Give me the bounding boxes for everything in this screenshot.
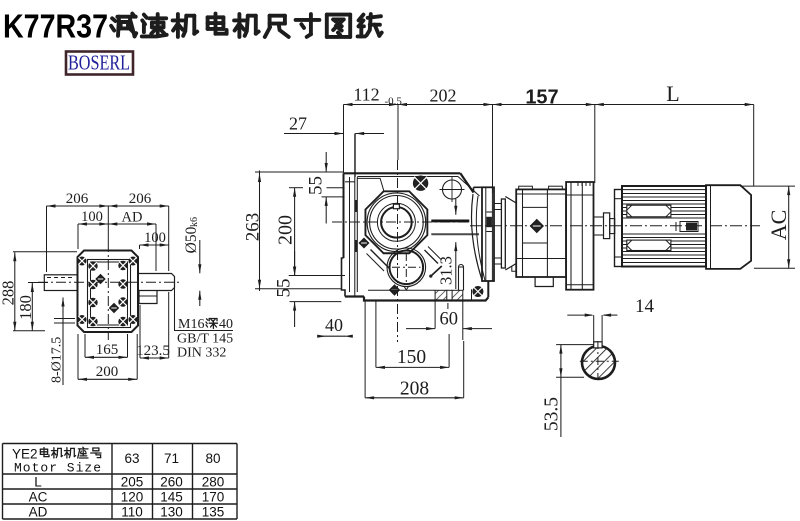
svg-text:202: 202 xyxy=(430,86,457,106)
svg-text:60: 60 xyxy=(439,310,458,330)
svg-text:40: 40 xyxy=(219,317,233,332)
svg-text:55: 55 xyxy=(274,279,295,298)
svg-text:120: 120 xyxy=(121,490,144,505)
svg-text:27: 27 xyxy=(289,114,307,134)
svg-text:130: 130 xyxy=(160,505,183,520)
svg-text:Motor Size: Motor Size xyxy=(14,461,102,476)
svg-text:40: 40 xyxy=(325,315,343,335)
svg-text:8-Ø17.5: 8-Ø17.5 xyxy=(50,337,65,383)
svg-text:AC: AC xyxy=(29,490,48,505)
svg-text:206: 206 xyxy=(129,191,152,207)
svg-text:200: 200 xyxy=(96,364,119,380)
svg-text:157: 157 xyxy=(525,87,558,109)
svg-text:L: L xyxy=(34,475,42,490)
svg-text:55: 55 xyxy=(306,176,327,195)
svg-text:260: 260 xyxy=(160,475,183,490)
svg-text:280: 280 xyxy=(202,475,225,490)
svg-text:AD: AD xyxy=(122,210,143,226)
svg-text:80: 80 xyxy=(205,451,220,466)
svg-text:14: 14 xyxy=(635,296,655,317)
svg-text:k6: k6 xyxy=(189,217,200,227)
svg-text:208: 208 xyxy=(400,379,429,400)
svg-text:205: 205 xyxy=(121,475,144,490)
svg-text:180: 180 xyxy=(16,295,35,320)
svg-text:AD: AD xyxy=(29,505,48,520)
svg-text:200: 200 xyxy=(275,215,297,245)
svg-text:150: 150 xyxy=(397,347,426,368)
svg-text:263: 263 xyxy=(243,213,264,242)
svg-text:206: 206 xyxy=(66,191,89,207)
svg-text:145: 145 xyxy=(160,490,183,505)
svg-text:135: 135 xyxy=(202,505,225,520)
svg-text:-0.5: -0.5 xyxy=(385,96,403,108)
svg-text:YE2: YE2 xyxy=(12,447,38,462)
svg-text:BOSERL: BOSERL xyxy=(68,51,130,75)
svg-text:63: 63 xyxy=(124,451,139,466)
svg-text:M16: M16 xyxy=(178,317,204,332)
svg-text:Ø50: Ø50 xyxy=(183,226,200,253)
svg-text:100: 100 xyxy=(144,230,166,246)
svg-text:170: 170 xyxy=(202,490,225,505)
svg-text:DIN 332: DIN 332 xyxy=(177,346,226,361)
svg-text:GB/T 145: GB/T 145 xyxy=(177,332,233,347)
svg-text:31.3: 31.3 xyxy=(437,256,456,285)
svg-text:288: 288 xyxy=(0,281,18,306)
svg-text:100: 100 xyxy=(81,209,103,225)
svg-text:71: 71 xyxy=(164,451,179,466)
svg-text:L: L xyxy=(666,81,679,106)
svg-text:123.5: 123.5 xyxy=(136,343,170,359)
svg-text:112: 112 xyxy=(353,85,379,105)
svg-text:110: 110 xyxy=(121,505,143,520)
svg-text:165: 165 xyxy=(96,342,119,358)
svg-text:K77R37: K77R37 xyxy=(3,8,108,45)
svg-text:53.5: 53.5 xyxy=(542,397,563,431)
svg-text:AC: AC xyxy=(766,210,791,241)
